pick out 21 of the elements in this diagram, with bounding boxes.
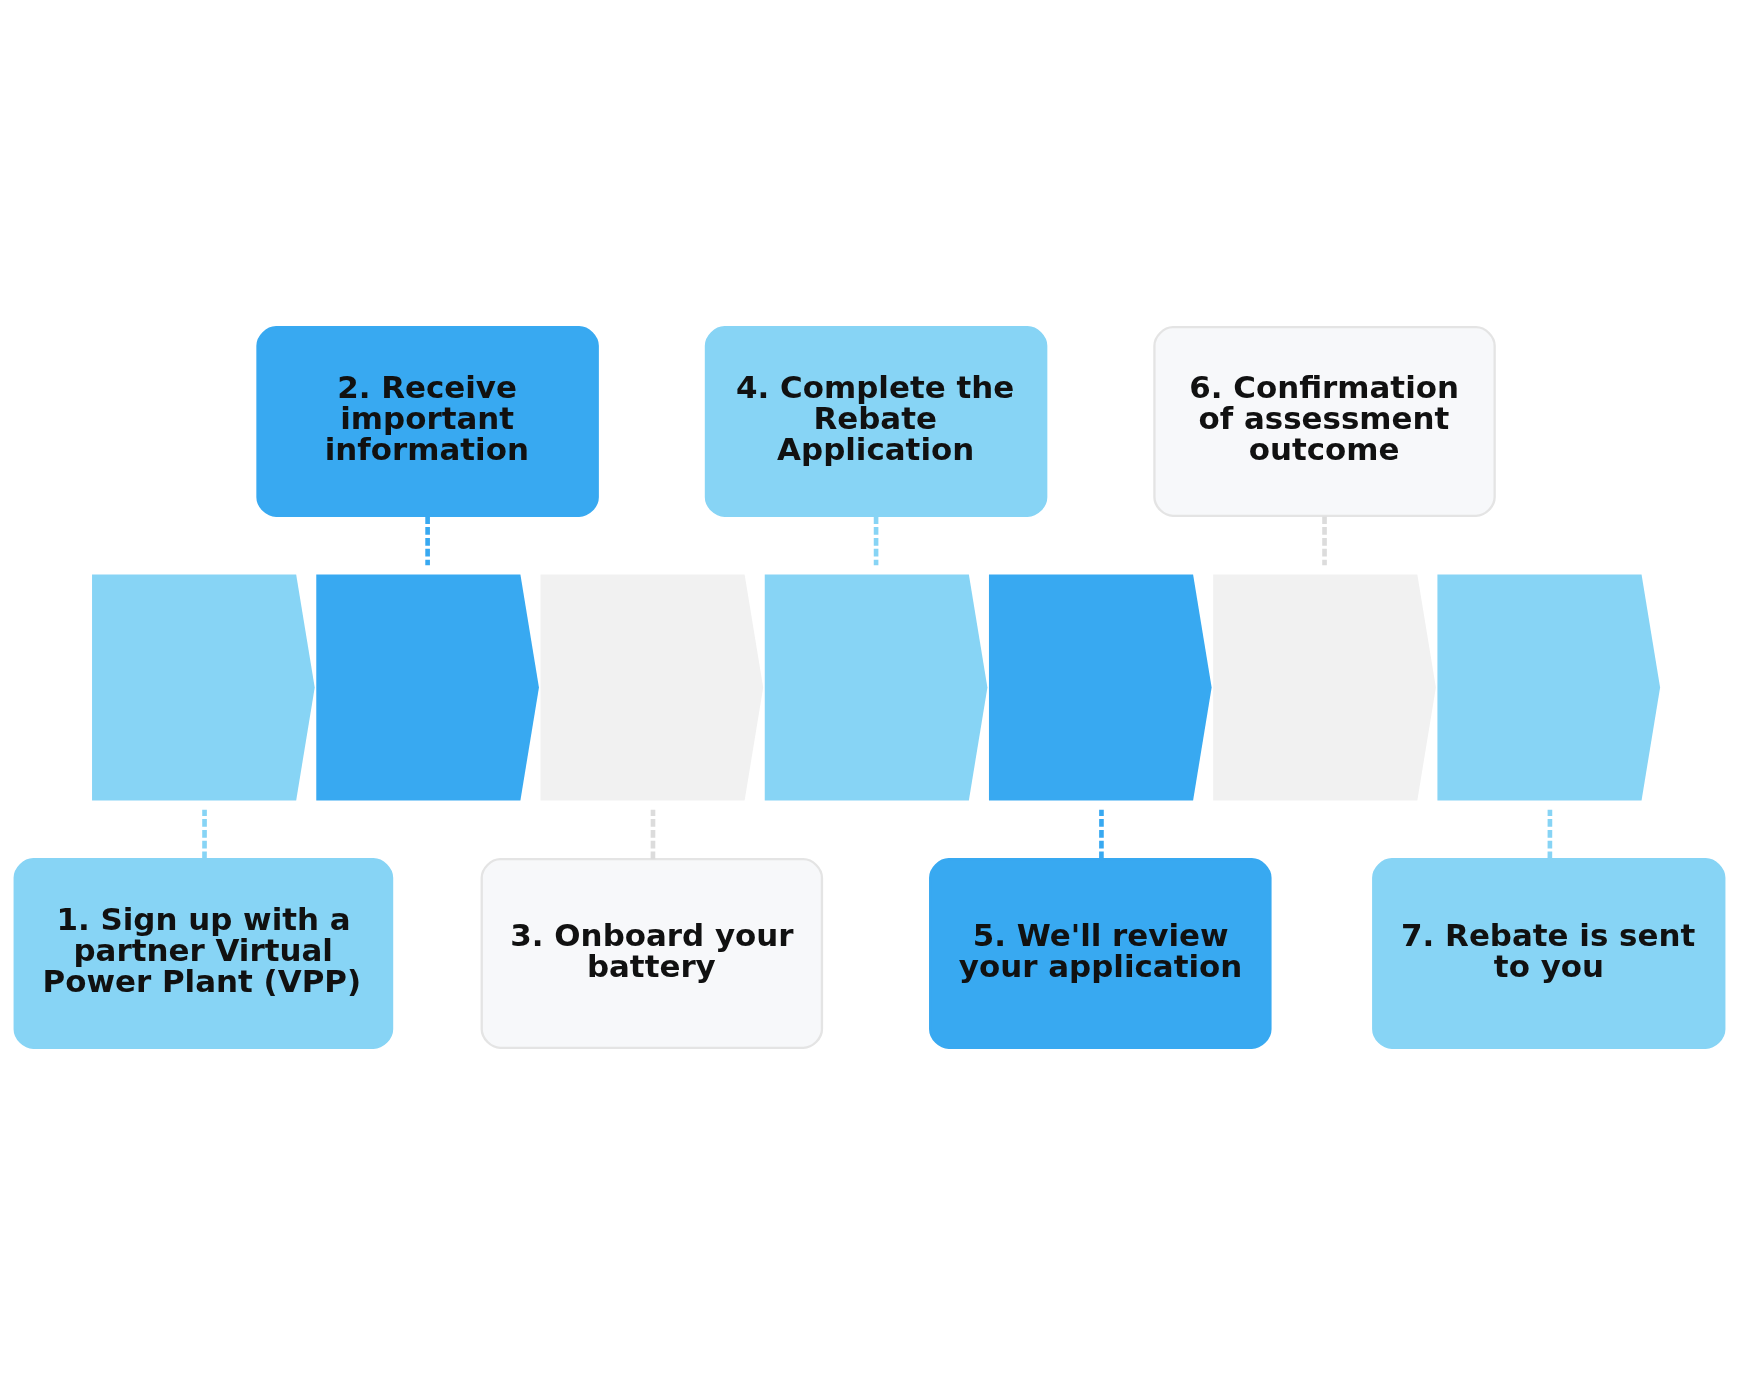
node-box: 1. Sign up with a partner Virtual Power Plant (VPP) <box>13 857 394 1049</box>
node-box: 4. Complete the Rebate Application <box>704 325 1048 517</box>
connector <box>1547 809 1553 859</box>
node-chevron <box>764 574 988 800</box>
node-box: 7. Rebate is sent to you <box>1372 857 1726 1049</box>
node-box: 3. Onboard your battery <box>480 857 824 1049</box>
node-chevron <box>988 574 1212 800</box>
connector <box>202 809 207 859</box>
node-box: 6. Confirmation of assessment outcome <box>1153 325 1496 517</box>
connector <box>650 809 656 859</box>
node-box: 2. Receive important information <box>256 325 599 517</box>
connector <box>425 516 430 565</box>
node-box: 5. We'll review your application <box>929 857 1272 1049</box>
connector <box>1322 516 1327 565</box>
node-chevron <box>540 574 764 800</box>
node-chevron <box>92 574 315 800</box>
node-chevron <box>1213 574 1436 800</box>
node-chevron <box>316 574 539 800</box>
node-chevron <box>1437 574 1661 800</box>
connector <box>1099 809 1104 859</box>
connector <box>873 516 879 565</box>
